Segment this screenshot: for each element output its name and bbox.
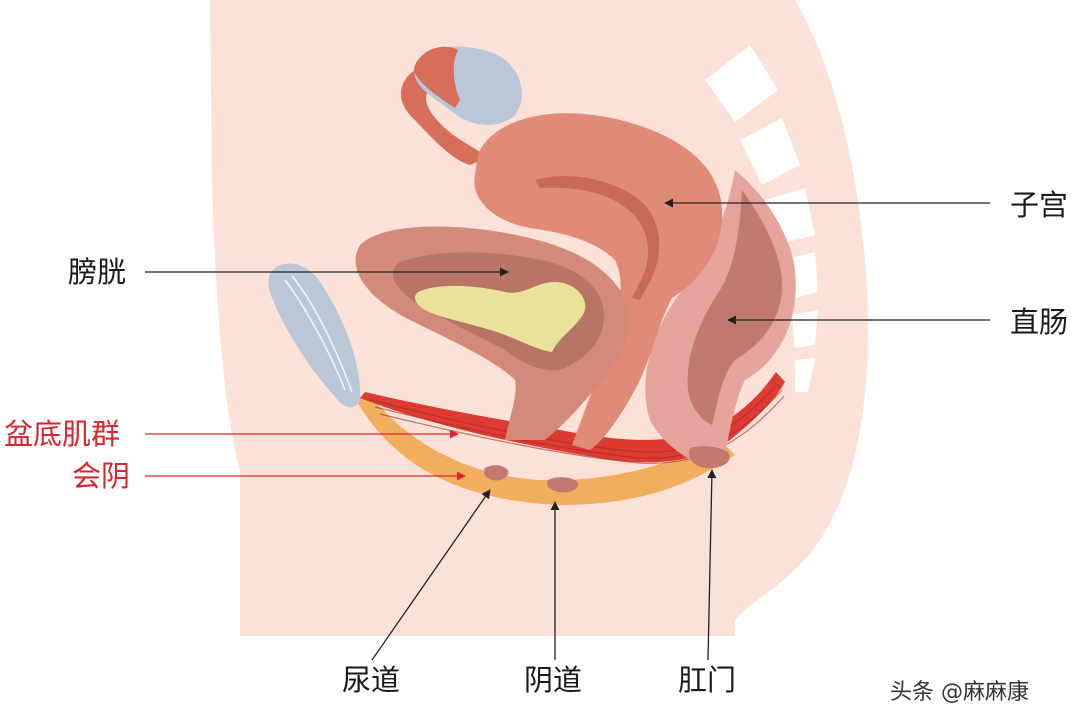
urine	[414, 282, 586, 352]
uterus-cavity	[535, 176, 660, 300]
perineum-shape	[355, 395, 735, 505]
anus-shape	[688, 446, 730, 469]
watermark: 头条 @麻麻康	[890, 680, 1029, 705]
anus-leader	[707, 469, 717, 661]
rectum-inner	[687, 190, 783, 425]
urethra-opening	[483, 465, 509, 481]
vagina-label: 阴道	[524, 663, 583, 697]
rectum-label: 直肠	[1010, 305, 1069, 339]
anus-label: 肛门	[678, 663, 737, 697]
uterus-shape	[474, 113, 723, 450]
leader-lines	[145, 198, 990, 661]
bladder-label: 膀胱	[68, 255, 127, 289]
pubic-bone-lines	[284, 275, 353, 393]
ovary-cap	[414, 46, 460, 108]
pelvic-floor-label: 盆底肌群	[4, 417, 121, 451]
urethra-leader	[371, 489, 491, 661]
perineum-label: 会阴	[72, 459, 131, 493]
vagina-opening	[547, 477, 579, 493]
urethra-label: 尿道	[342, 663, 401, 697]
uterus-label: 子宫	[1010, 188, 1069, 222]
sacrum-vertebrae	[705, 45, 818, 392]
fallopian-tube	[400, 63, 488, 166]
